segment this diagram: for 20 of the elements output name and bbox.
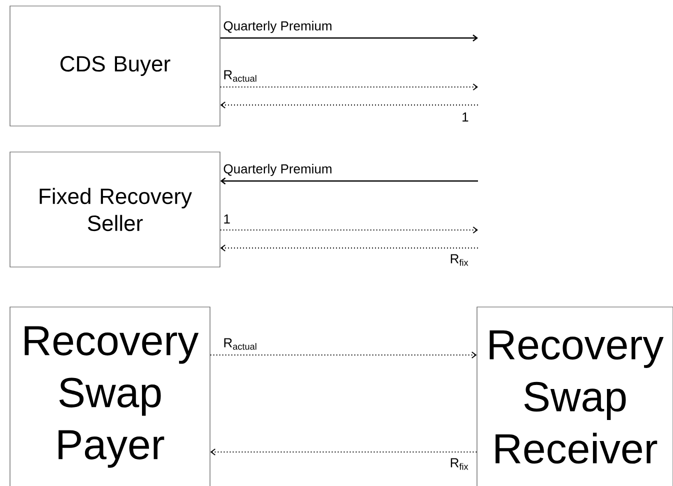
edge-label: R$_{fix}$ [450, 254, 468, 266]
arrow [220, 84, 478, 90]
edge-label: Quarterly Premium [224, 20, 332, 34]
edge-label: 1 [462, 112, 468, 122]
party-box: CDS Buyer [10, 6, 220, 126]
edge-label: R$_{actual}$ [224, 338, 256, 350]
party-box: Recovery Swap Payer [10, 306, 210, 486]
arrow [210, 352, 477, 358]
arrow [220, 178, 478, 184]
party-box: Fixed Recovery Seller [10, 152, 220, 268]
arrow [220, 34, 478, 42]
arrow [220, 244, 478, 252]
edge-label: R$_{fix}$ [450, 458, 468, 470]
arrow [210, 448, 478, 456]
arrow [220, 102, 478, 108]
party-box: Recovery Swap Receiver [476, 306, 673, 486]
edge-label: R$_{actual}$ [224, 70, 256, 82]
arrow [220, 226, 478, 234]
edge-label: Quarterly Premium [224, 164, 332, 176]
edge-label: 1 [224, 214, 230, 224]
